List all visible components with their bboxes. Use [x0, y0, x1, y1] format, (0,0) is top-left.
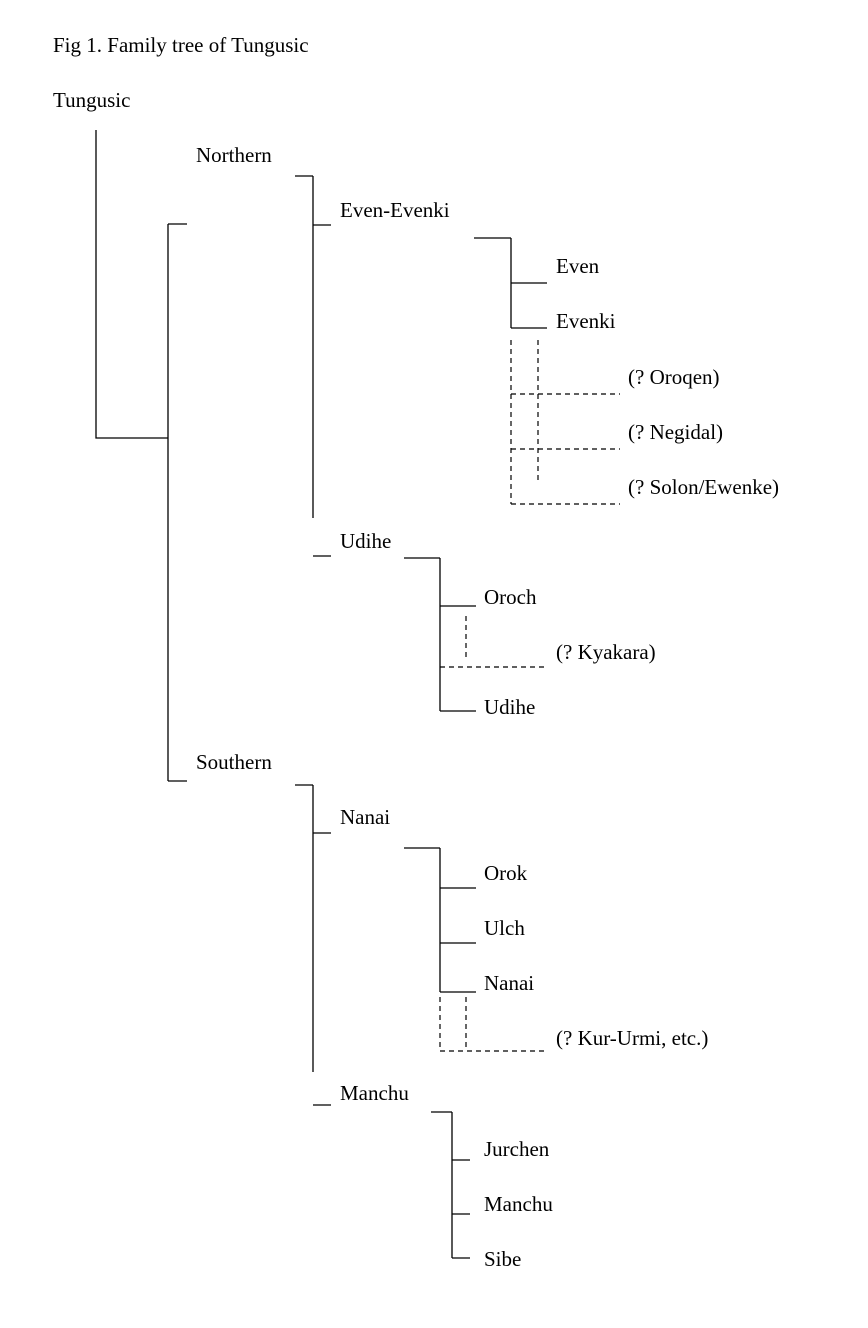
- node-southern: Southern: [196, 750, 272, 774]
- node-jurchen: Jurchen: [484, 1137, 550, 1161]
- node-even-evenki: Even-Evenki: [340, 198, 450, 222]
- node-nanai: Nanai: [484, 971, 535, 995]
- node-udihe: Udihe: [484, 695, 536, 719]
- node-northern: Northern: [196, 143, 272, 167]
- figure-caption: Fig 1. Family tree of Tungusic: [53, 33, 309, 57]
- node-kyakara: (? Kyakara): [556, 640, 656, 664]
- node-orok: Orok: [484, 861, 528, 885]
- connector-root: [95, 130, 168, 439]
- node-oroqen: (? Oroqen): [628, 365, 720, 389]
- node-kur-urmi: (? Kur-Urmi, etc.): [556, 1026, 709, 1050]
- node-evenki: Evenki: [556, 309, 616, 333]
- node-oroch: Oroch: [484, 585, 537, 609]
- node-solon-ewenke: (? Solon/Ewenke): [628, 475, 780, 499]
- node-ulch: Ulch: [484, 916, 525, 940]
- node-sibe: Sibe: [484, 1247, 522, 1271]
- node-manchu-group: Manchu: [340, 1081, 409, 1105]
- node-negidal: (? Negidal): [628, 420, 724, 444]
- node-udihe-group: Udihe: [340, 529, 392, 553]
- node-manchu: Manchu: [484, 1192, 553, 1216]
- node-nanai-group: Nanai: [340, 805, 391, 829]
- node-even: Even: [556, 254, 600, 278]
- node-tungusic: Tungusic: [53, 88, 131, 112]
